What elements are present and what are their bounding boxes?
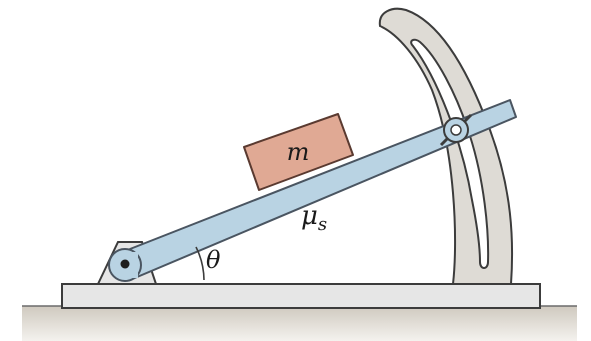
friction-symbol: μ	[301, 201, 318, 231]
mass-label: m	[287, 138, 310, 166]
clamp-knob	[439, 113, 473, 147]
plank-hinge-mask	[124, 252, 138, 278]
quadrant-slot	[410, 38, 490, 269]
base-plate	[61, 283, 541, 309]
block	[243, 113, 354, 191]
friction-subscript: s	[318, 214, 327, 235]
floor	[22, 306, 577, 341]
angle-label: θ	[206, 246, 221, 274]
friction-label: μs	[301, 201, 327, 235]
hinge-pin	[120, 259, 130, 269]
angle-arc	[195, 246, 205, 281]
